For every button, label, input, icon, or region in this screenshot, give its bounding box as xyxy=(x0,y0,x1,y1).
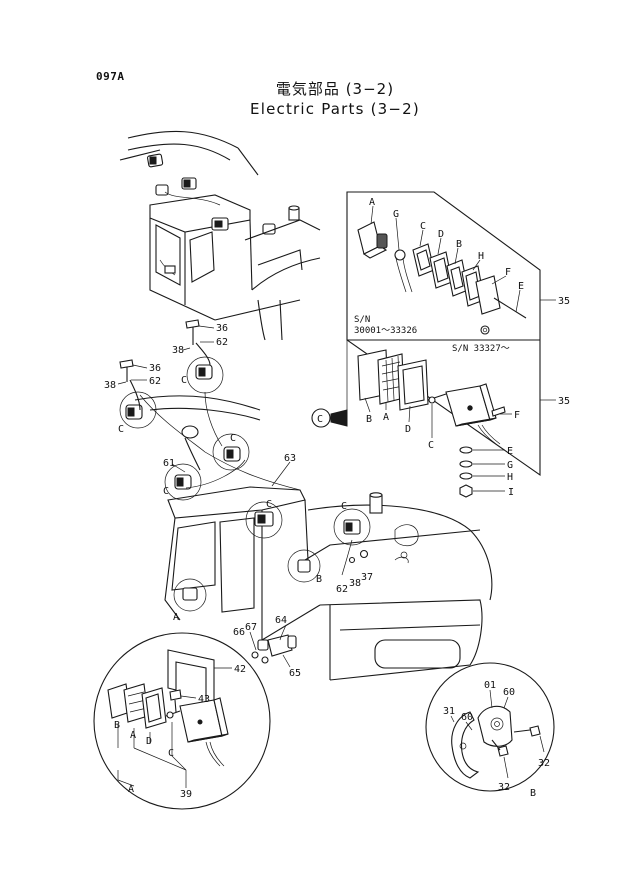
label-ref-c: C xyxy=(317,414,323,425)
callout-62-b: 62 xyxy=(149,376,161,387)
label-mid-c: C xyxy=(428,440,434,451)
label-top-h: H xyxy=(478,251,484,262)
label-detb-circle: B xyxy=(530,788,536,799)
callout-62-a: 62 xyxy=(216,337,228,348)
callout-63: 63 xyxy=(284,453,296,464)
upper-machine-view xyxy=(119,130,321,341)
label-deta-d: D xyxy=(146,736,152,747)
label-top-e: E xyxy=(518,281,524,292)
callout-66: 66 xyxy=(233,627,245,638)
label-top-g: G xyxy=(393,209,399,220)
label-cab-c2: C xyxy=(118,424,124,435)
lamp-assembly-new xyxy=(357,349,512,498)
lamp-detail-panel xyxy=(311,191,556,498)
callout-42: 42 xyxy=(234,664,246,675)
callout-32-b: 32 xyxy=(498,782,510,793)
label-mid-a: A xyxy=(383,412,389,423)
callout-65: 65 xyxy=(289,668,301,679)
page-code: 097A xyxy=(96,70,125,83)
callout-32-a: 32 xyxy=(538,758,550,769)
label-mid-g: G xyxy=(507,460,513,471)
label-mid-e: E xyxy=(507,446,513,457)
label-deta-a: A xyxy=(130,730,136,741)
title-japanese: 電気部品 (3−2) xyxy=(275,80,395,98)
callout-60-a: 60 xyxy=(503,687,515,698)
callout-62-c: 62 xyxy=(336,584,348,595)
sn-label: S/N xyxy=(354,315,370,325)
callout-35-top: 35 xyxy=(558,296,570,307)
callout-39: 39 xyxy=(180,789,192,800)
label-top-d: D xyxy=(438,229,444,240)
callout-64: 64 xyxy=(275,615,287,626)
callout-67: 67 xyxy=(245,622,257,633)
callout-38-c: 38 xyxy=(349,578,361,589)
label-top-f: F xyxy=(505,267,511,278)
label-cab-c6: C xyxy=(341,501,347,512)
label-cab-c3: C xyxy=(230,433,236,444)
lower-machine-view xyxy=(117,319,493,681)
label-top-c: C xyxy=(420,221,426,232)
label-cab-c1: C xyxy=(181,375,187,386)
label-cab-c5: C xyxy=(266,499,272,510)
label-mid-h: H xyxy=(507,472,513,483)
callout-36-a: 36 xyxy=(216,323,228,334)
label-deta-b: B xyxy=(114,720,120,731)
label-top-a: A xyxy=(369,197,375,208)
label-cab-b: B xyxy=(316,574,322,585)
label-deta-circle: A xyxy=(128,784,134,795)
callout-35-mid: 35 xyxy=(558,396,570,407)
label-deta-c: C xyxy=(168,748,174,759)
label-cab-a: A xyxy=(173,612,179,623)
detail-a xyxy=(93,632,271,810)
title-english: Electric Parts (3−2) xyxy=(250,100,420,118)
detail-b xyxy=(425,662,555,792)
label-mid-d: D xyxy=(405,424,411,435)
callout-01: 01 xyxy=(484,680,496,691)
callout-38-b: 38 xyxy=(104,380,116,391)
sn-range-new: S/N 33327～ xyxy=(452,344,510,354)
callout-60-b: 60 xyxy=(461,712,473,723)
label-mid-i: I xyxy=(508,487,514,498)
label-mid-f: F xyxy=(514,410,520,421)
callout-31: 31 xyxy=(443,706,455,717)
sn-range-old: 30001～33326 xyxy=(354,326,417,336)
lamp-assembly-old xyxy=(357,205,527,335)
label-mid-b: B xyxy=(366,414,372,425)
callout-37: 37 xyxy=(361,572,373,583)
callout-38-a: 38 xyxy=(172,345,184,356)
callout-61: 61 xyxy=(163,458,175,469)
callout-43: 43 xyxy=(198,694,210,705)
label-top-b: B xyxy=(456,239,462,250)
label-cab-c4: C xyxy=(163,486,169,497)
callout-36-b: 36 xyxy=(149,363,161,374)
